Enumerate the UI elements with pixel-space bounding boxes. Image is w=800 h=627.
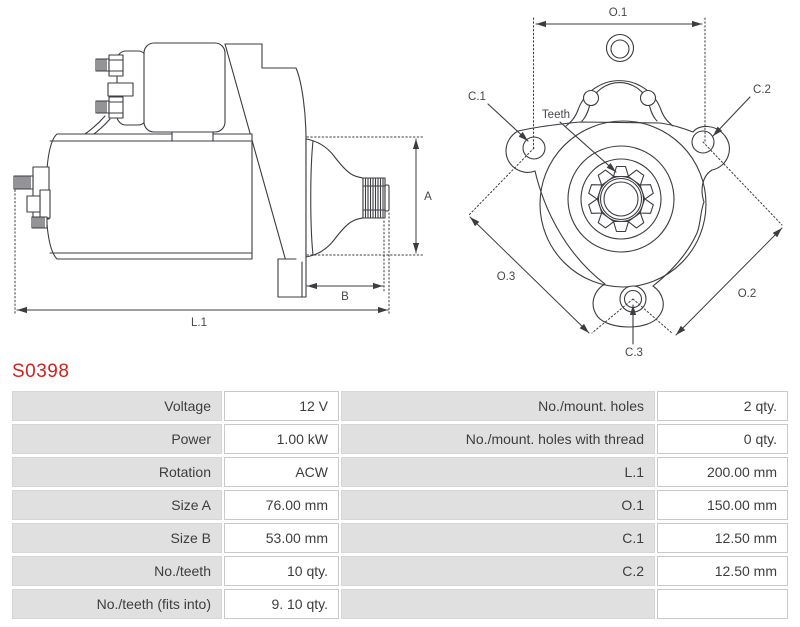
gear-teeth [588,165,654,233]
spec-label-cell: No./mount. holes with thread [341,424,655,454]
solenoid-body [143,42,226,133]
terminal-boss [39,189,51,219]
dimension-o1 [533,17,706,151]
solenoid-terminal [95,96,124,119]
flange-face-circle [539,120,707,288]
terminal-bar [107,82,134,97]
arch-hole [582,89,600,107]
leader-teeth [559,121,617,173]
spec-label-cell [341,589,655,619]
dim-label-o1: O.1 [609,7,628,19]
threaded-stud [31,216,48,229]
pinion-gear [362,177,390,219]
spec-value-cell: 0 qty. [657,424,788,454]
teeth-label: Teeth [542,109,570,121]
spec-label-cell: Voltage [12,391,222,421]
dimension-a [306,136,425,256]
dim-label-b: B [341,291,349,303]
spec-value-cell: 9. 10 qty. [224,589,339,619]
spec-label-cell: No./teeth [12,556,222,586]
dimension-o2 [632,141,783,336]
dim-label-c3: C.3 [625,347,643,359]
spec-label-cell: Size B [12,523,222,553]
spec-label-cell: No./teeth (fits into) [12,589,222,619]
shaft-bore [599,177,643,221]
wire [84,115,106,135]
spec-label-cell: C.2 [341,556,655,586]
spec-label-cell: Power [12,424,222,454]
spec-label-cell: O.1 [341,490,655,520]
dim-label-a: A [424,191,432,203]
dim-label-c2: C.2 [753,84,771,96]
side-view-drawing [13,42,425,315]
spec-label-cell: No./mount. holes [341,391,655,421]
threaded-stud [13,175,34,190]
spec-value-cell: 12.50 mm [657,523,788,553]
arch-hole [639,89,657,107]
dim-label-o3: O.3 [497,271,516,283]
spec-value-cell: 200.00 mm [657,457,788,487]
spec-value-cell: 1.00 kW [224,424,339,454]
dim-label-l1: L.1 [191,317,207,329]
dimension-o3 [468,147,634,334]
spec-value-cell: 12.50 mm [657,556,788,586]
terminal-nut [26,195,41,213]
spec-label-cell: Size A [12,490,222,520]
spec-value-cell: 150.00 mm [657,490,788,520]
solenoid-terminal [95,54,124,77]
spec-label-cell: Rotation [12,457,222,487]
dim-label-o2: O.2 [738,288,757,300]
spec-label-cell: L.1 [341,457,655,487]
technical-drawing: A B L.1 [13,7,783,359]
top-arch [565,33,674,127]
spec-value-cell: 53.00 mm [224,523,339,553]
spec-table: Voltage 12 V No./mount. holes 2 qty. Pow… [12,391,788,619]
drive-end-bell [305,138,364,258]
front-view-drawing [468,17,783,345]
spec-value-cell: 12 V [224,391,339,421]
mount-foot [277,258,303,298]
part-number: S0398 [12,361,70,382]
dimension-l1 [14,189,389,315]
spec-value-cell: 76.00 mm [224,490,339,520]
leader-c2 [712,96,751,137]
spec-value-cell: 10 qty. [224,556,339,586]
dim-label-c1: C.1 [468,91,486,103]
arch-boss-hole [610,39,630,59]
leader-c1 [487,103,529,142]
spec-value-cell: 2 qty. [657,391,788,421]
spec-value-cell: ACW [224,457,339,487]
spec-value-cell [657,589,788,619]
spec-label-cell: C.1 [341,523,655,553]
motor-body [45,133,253,260]
dimension-b [306,212,390,315]
